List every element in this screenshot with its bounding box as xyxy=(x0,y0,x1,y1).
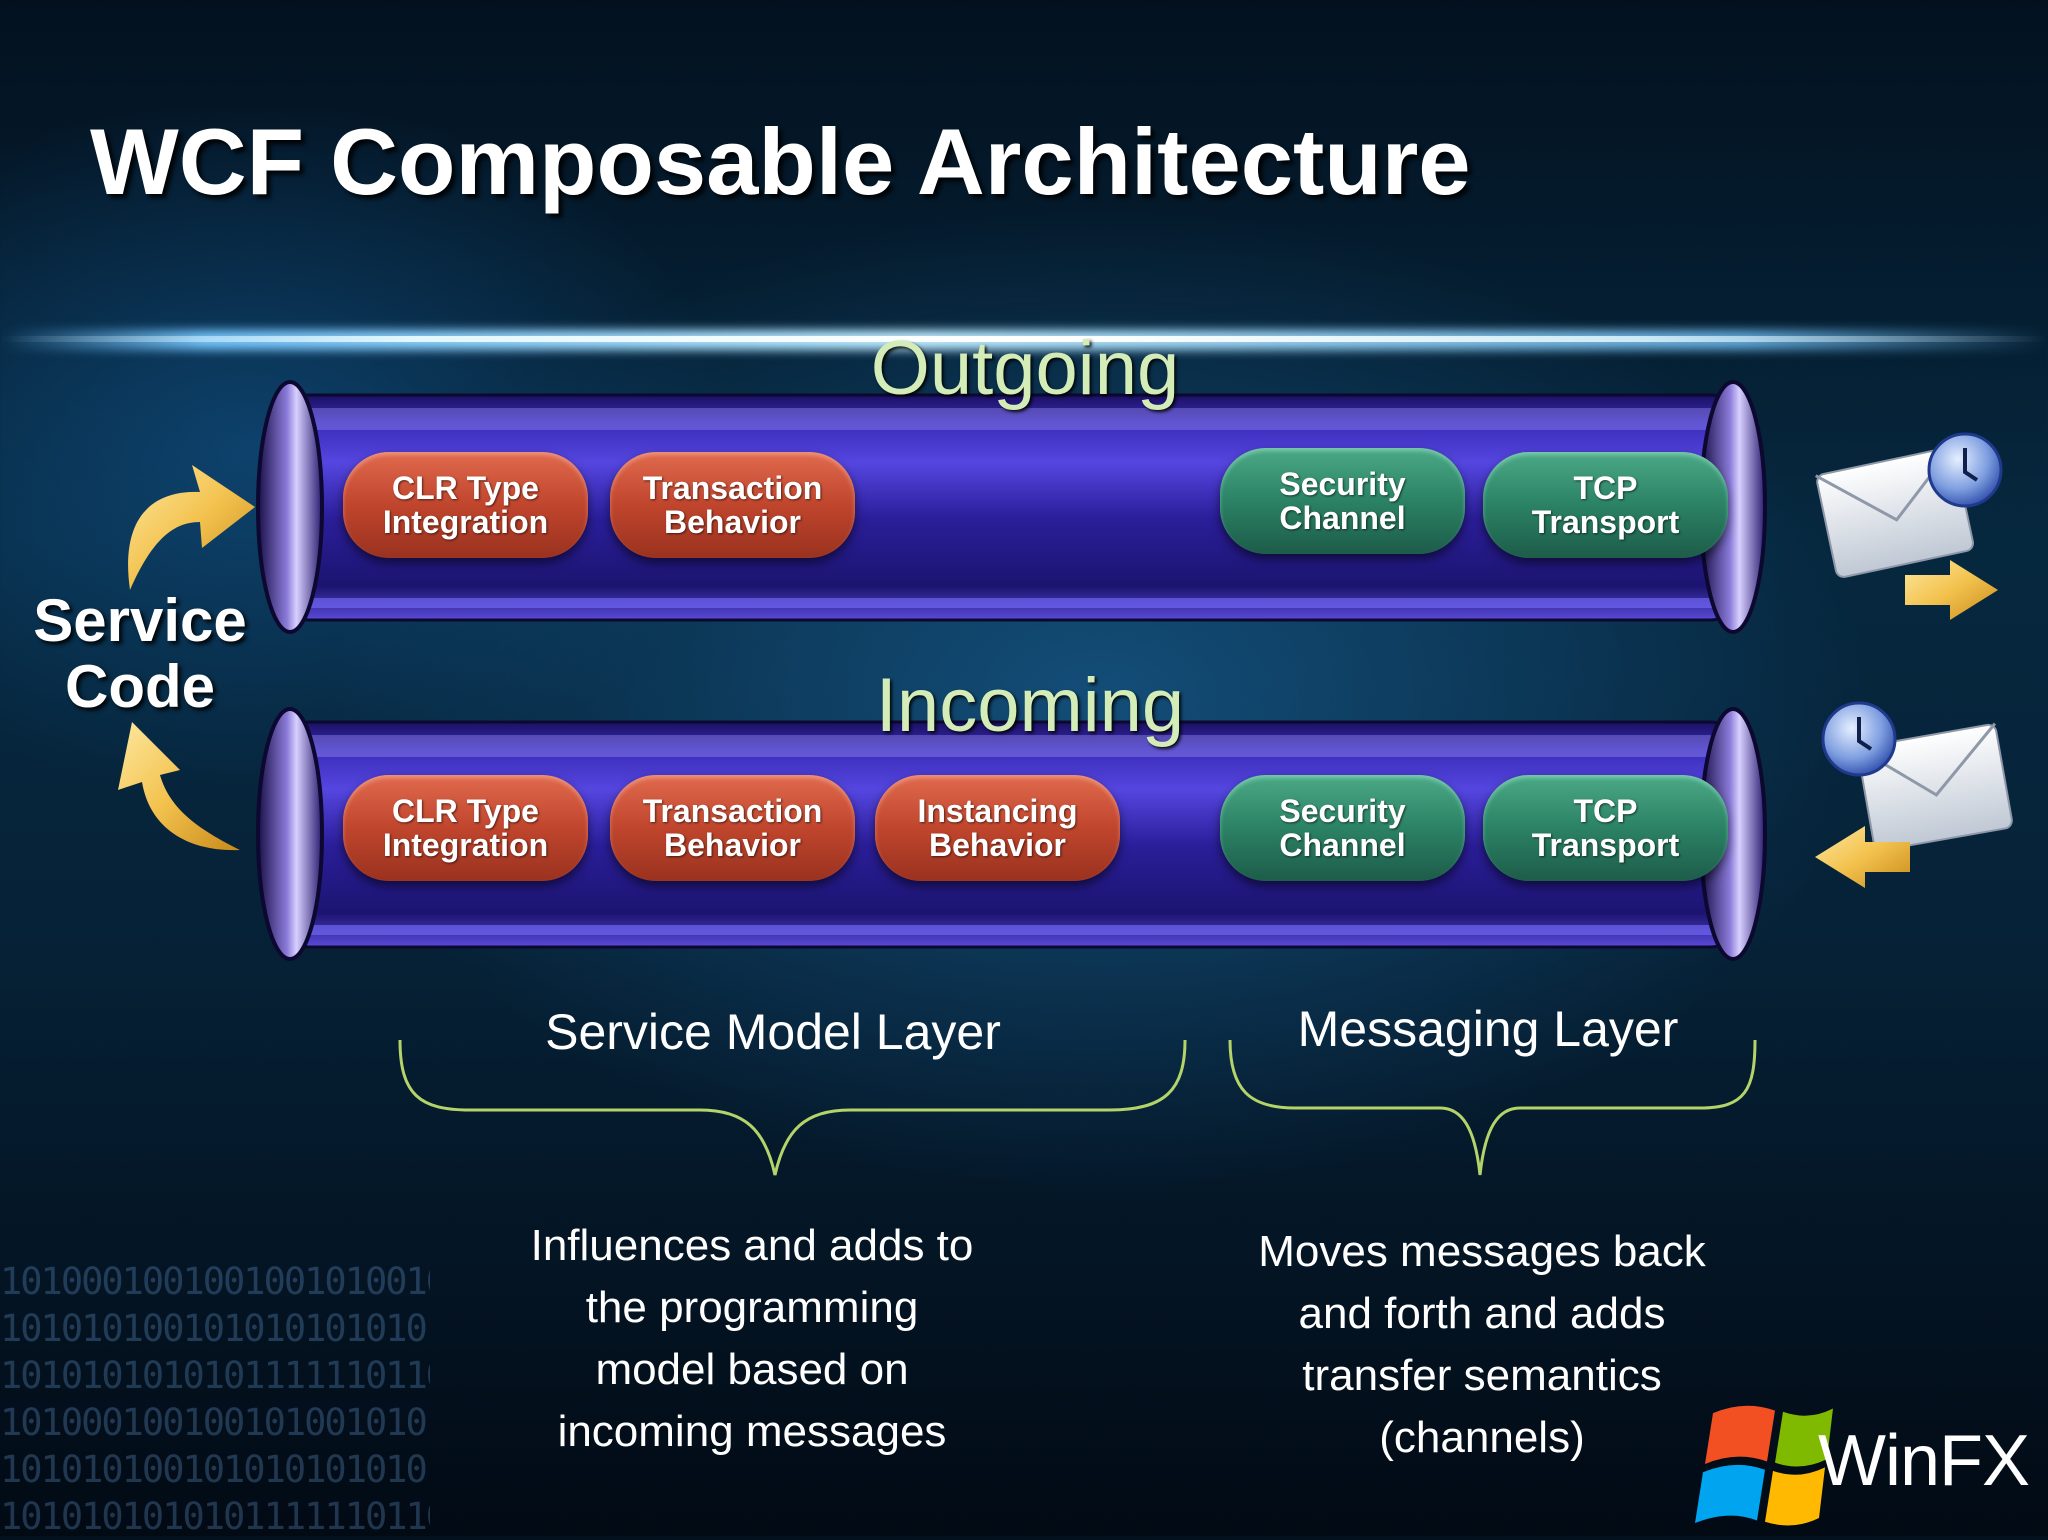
pill-line: TCP xyxy=(1573,793,1638,829)
pill-line: Channel xyxy=(1279,827,1406,863)
service-code-line: Service xyxy=(33,587,247,654)
pill-line: Transaction xyxy=(642,470,823,506)
service-code-line: Code xyxy=(65,653,215,720)
slide-title: WCF Composable Architecture xyxy=(90,109,1471,214)
service-model-brace xyxy=(398,1039,1187,1176)
pill-line: Transport xyxy=(1531,504,1680,540)
description-line: Moves messages back xyxy=(1258,1227,1706,1276)
pill-line: Behavior xyxy=(929,827,1066,863)
pill-line: CLR Type xyxy=(392,793,539,829)
description-line: the programming xyxy=(585,1283,919,1332)
messaging-description: Moves messages back and forth and adds t… xyxy=(1202,1221,1762,1469)
envelope-clock-icon xyxy=(1821,701,2013,852)
service-model-description: Influences and adds to the programming m… xyxy=(472,1215,1032,1463)
description-line: model based on xyxy=(595,1345,909,1394)
envelope-clock-icon xyxy=(1815,432,2003,578)
service-model-layer-label: Service Model Layer xyxy=(545,1004,1001,1060)
outgoing-label: Outgoing xyxy=(870,326,1180,411)
winfx-brand: WinFX xyxy=(1818,1421,2030,1501)
arrow-left-icon xyxy=(1815,826,1910,888)
messaging-brace xyxy=(1228,1039,1757,1176)
arrow-right-icon xyxy=(1905,560,1998,620)
pill-line: CLR Type xyxy=(392,470,539,506)
description-line: and forth and adds xyxy=(1298,1289,1666,1338)
light-streak-core xyxy=(0,336,2048,342)
curved-arrow-up-icon xyxy=(128,465,255,590)
description-line: Influences and adds to xyxy=(530,1221,974,1270)
binary-row: 1010101001010101010101010101010101010010 xyxy=(0,1307,430,1350)
pill-line: Security xyxy=(1279,466,1406,502)
pill-line: Transport xyxy=(1531,827,1680,863)
curved-arrow-down-icon xyxy=(118,722,240,851)
pill-line: TCP xyxy=(1573,470,1638,506)
pill-line: Integration xyxy=(382,827,549,863)
pill-line: Behavior xyxy=(664,827,801,863)
messaging-layer-label: Messaging Layer xyxy=(1297,1001,1679,1057)
windows-logo-icon xyxy=(1695,1405,1833,1526)
pill-line: Channel xyxy=(1279,500,1406,536)
pill-line: Transaction xyxy=(642,793,823,829)
pill-line: Behavior xyxy=(664,504,801,540)
description-line: incoming messages xyxy=(557,1407,947,1456)
description-line: transfer semantics xyxy=(1302,1351,1662,1400)
binary-row: 1010001001001010010101010100110010101001 xyxy=(0,1401,430,1444)
pill-line: Security xyxy=(1279,793,1406,829)
binary-decor: 1010001001001001010010101010100110010100… xyxy=(0,1258,430,1540)
pill-line: Instancing xyxy=(917,793,1078,829)
service-code-label: Service Code xyxy=(20,588,260,720)
description-line: (channels) xyxy=(1379,1413,1585,1462)
binary-row: 1010101001010101010101010101010101010010 xyxy=(0,1448,430,1491)
binary-row: 1010101010101111110110100001010101010101 xyxy=(0,1495,430,1538)
binary-row: 1010001001001001010010101010100110010100 xyxy=(0,1260,430,1303)
pill-line: Integration xyxy=(382,504,549,540)
binary-row: 1010101010101111110110100001010101010101 xyxy=(0,1354,430,1397)
incoming-label: Incoming xyxy=(875,663,1185,748)
